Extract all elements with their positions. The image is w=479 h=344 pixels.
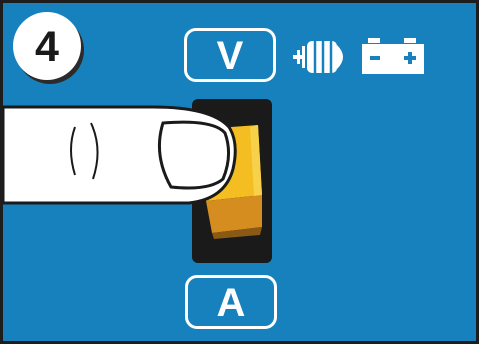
volt-indicator: V <box>184 28 276 82</box>
pressing-finger <box>3 99 239 213</box>
amp-label: A <box>217 283 246 323</box>
alternator-icon <box>293 37 351 77</box>
amp-indicator: A <box>185 275 277 329</box>
step-badge: 4 <box>13 12 81 80</box>
battery-icon <box>362 36 424 76</box>
volt-label: V <box>217 36 244 76</box>
step-number: 4 <box>35 26 59 69</box>
